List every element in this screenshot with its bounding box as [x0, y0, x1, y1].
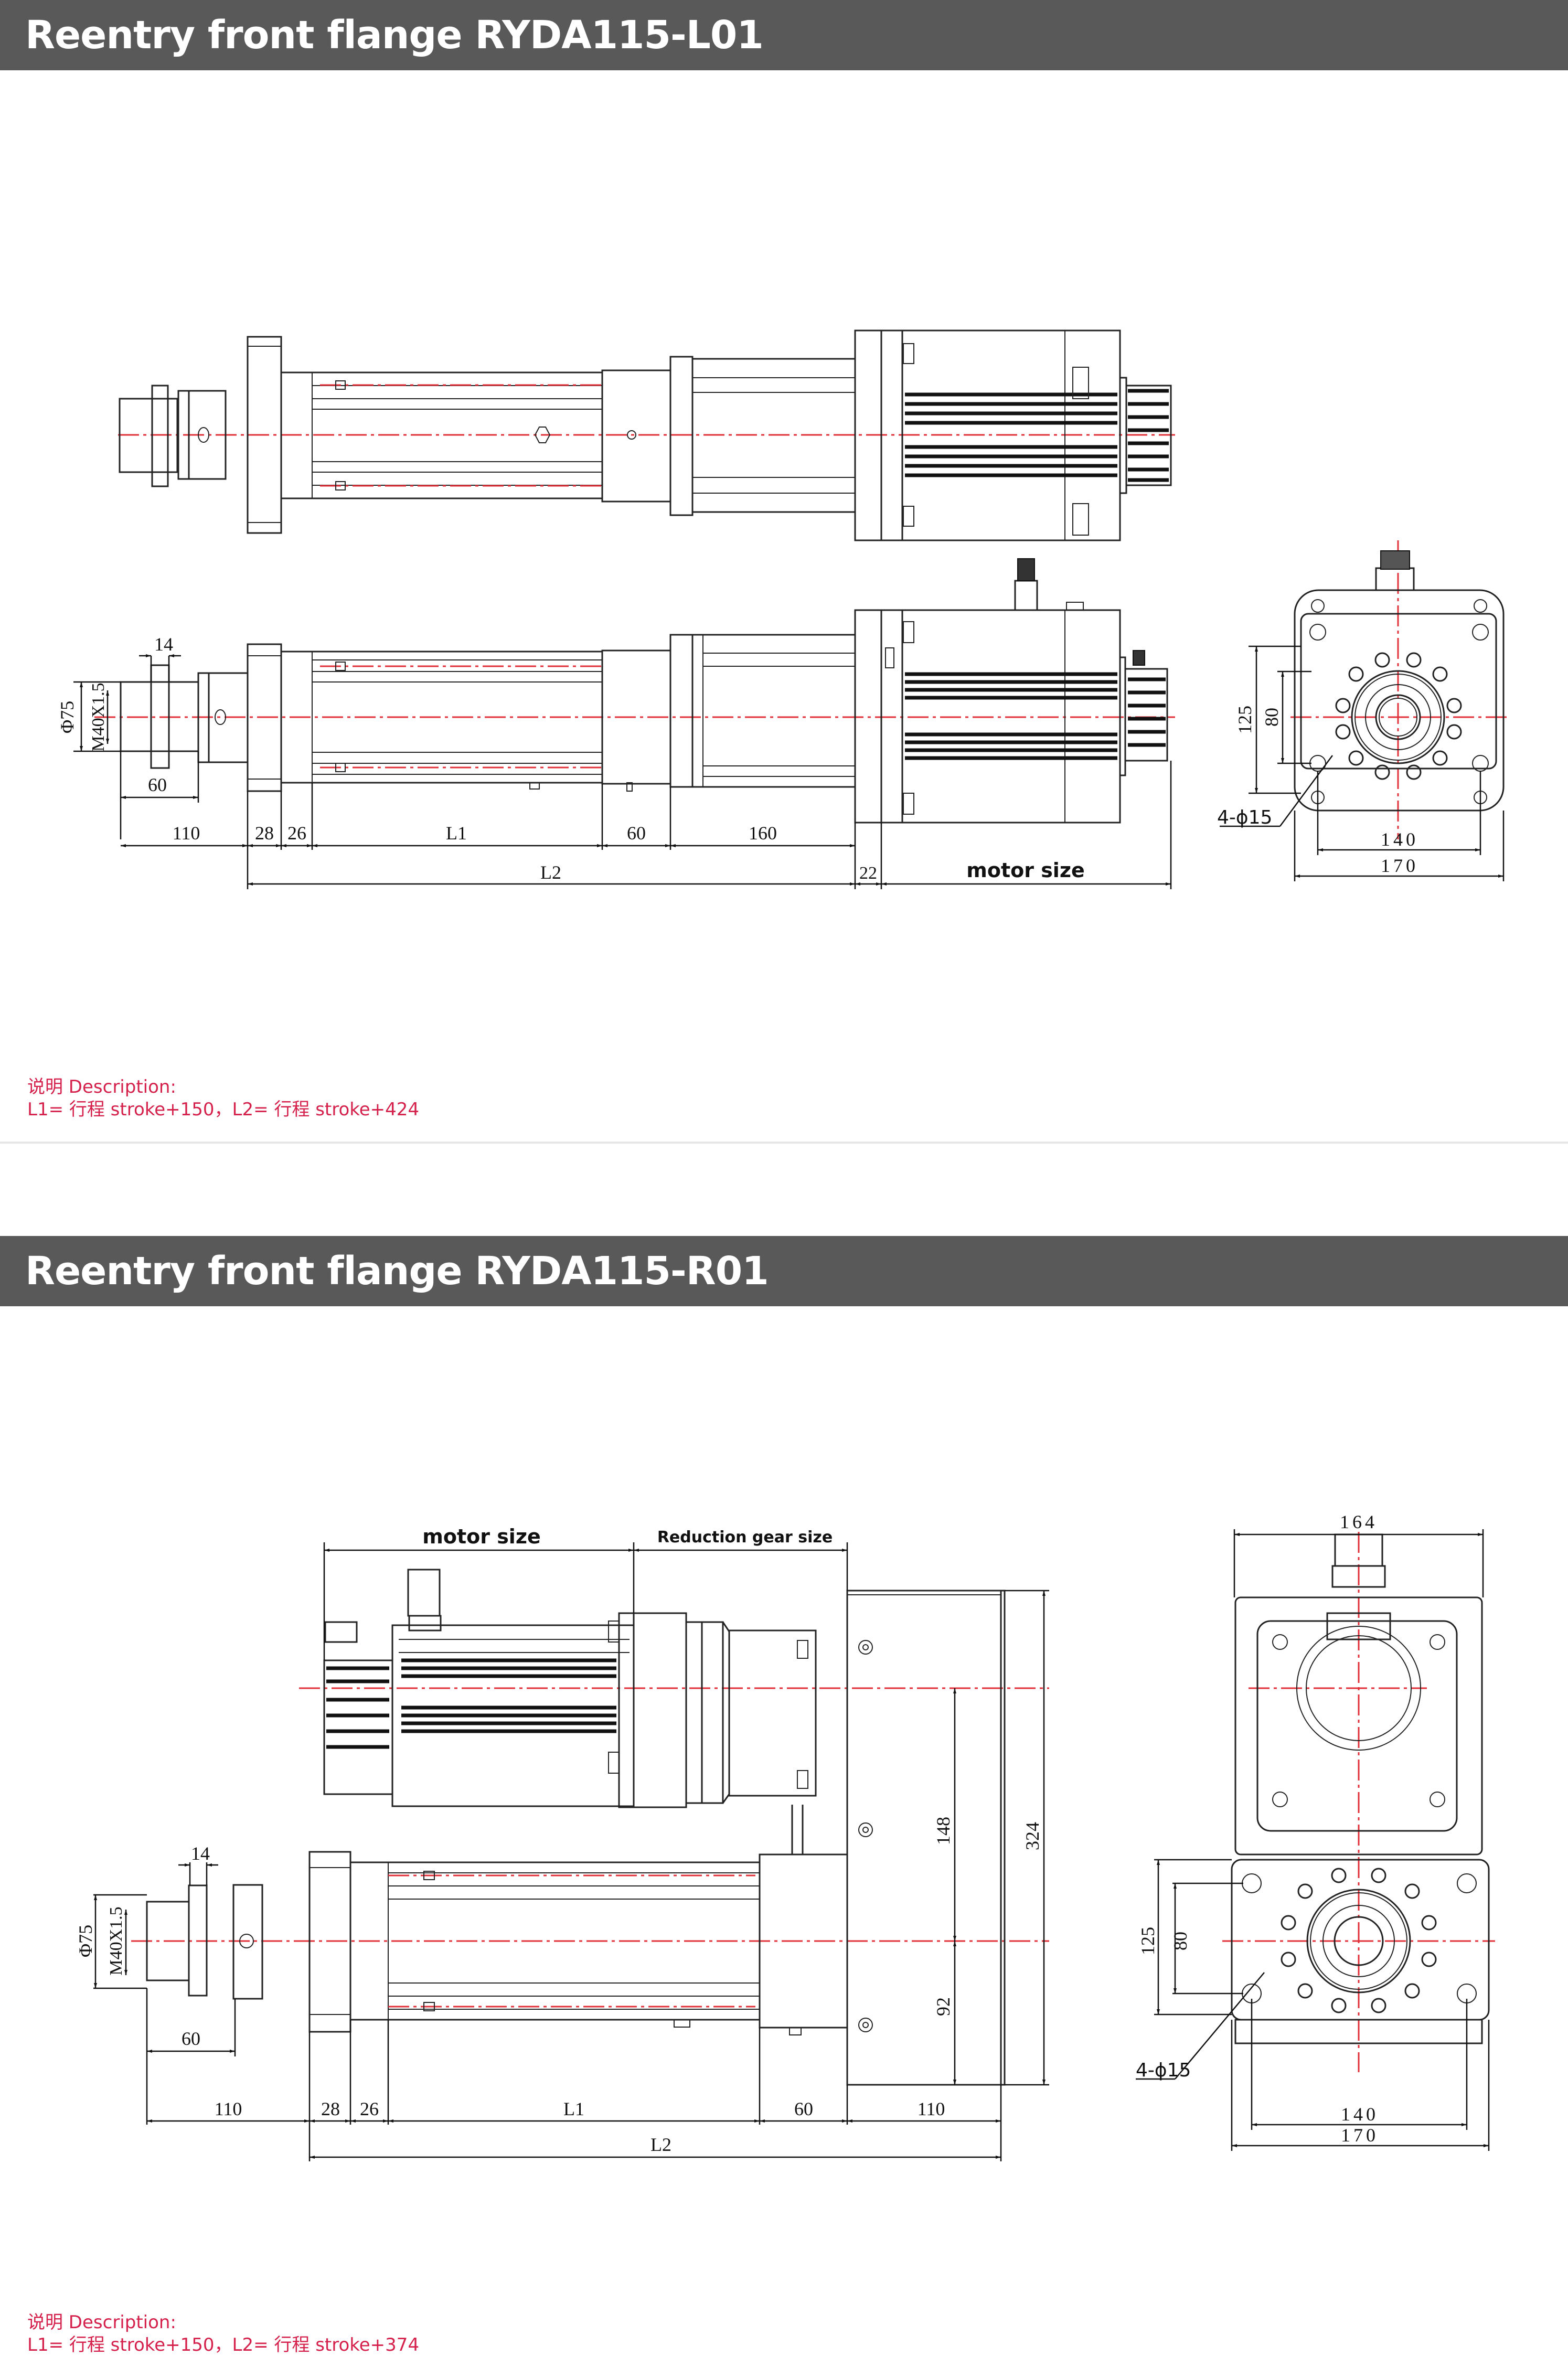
- encoder-teeth: [1128, 389, 1169, 482]
- dim-148: 148: [933, 1817, 954, 1845]
- bolt-circle-r01: [1281, 1868, 1437, 2013]
- dim-60b: 60: [794, 2098, 813, 2119]
- dim-L2: L2: [540, 862, 561, 883]
- dim-110b: 110: [918, 2098, 945, 2119]
- description-text: L1= 行程 stroke+150，L2= 行程 stroke+374: [27, 2334, 420, 2355]
- description-text: L1= 行程 stroke+150，L2= 行程 stroke+424: [27, 1099, 420, 1120]
- dim-60b: 60: [627, 823, 646, 844]
- dim-m40: M40X1.5: [106, 1906, 126, 1975]
- dim-26: 26: [287, 823, 306, 844]
- motor-size-label: motor size: [422, 1525, 540, 1548]
- section-header-r01: Reentry front flange RYDA115-R01: [0, 1236, 1568, 1306]
- side-view-actuator: [94, 558, 1175, 824]
- dim-110: 110: [215, 2098, 242, 2119]
- dim-14: 14: [154, 634, 173, 655]
- dim-140: 140: [1381, 829, 1418, 850]
- dim-170: 170: [1381, 855, 1418, 876]
- holes-spec: 4-ϕ15: [1136, 2060, 1191, 2081]
- dim-L1: L1: [446, 823, 467, 844]
- dim-14: 14: [191, 1843, 210, 1864]
- dim-28: 28: [255, 823, 274, 844]
- dim-170: 170: [1341, 2125, 1379, 2146]
- section-title: Reentry front flange RYDA115-L01: [25, 13, 764, 58]
- dim-110: 110: [173, 823, 200, 844]
- description-l01: 说明 Description: L1= 行程 stroke+150，L2= 行程…: [27, 1075, 419, 1121]
- dim-164: 164: [1340, 1511, 1378, 1532]
- end-view-l01: 125 80 4-ϕ15 140 170: [1217, 540, 1511, 881]
- upper-face-screws: [1272, 1634, 1445, 1807]
- dim-60a: 60: [148, 774, 167, 795]
- description-heading: 说明 Description:: [27, 2312, 176, 2333]
- bolt-circle: [1335, 652, 1462, 780]
- motor-fins-side: [905, 672, 1117, 760]
- dim-m40: M40X1.5: [89, 683, 108, 751]
- dim-26: 26: [360, 2098, 379, 2119]
- dim-phi75: Φ75: [75, 1925, 96, 1957]
- power-connector: [1017, 558, 1035, 581]
- side-view-r01: [131, 1569, 1049, 2086]
- dim-80: 80: [1170, 1932, 1191, 1950]
- motor-fins-top: [905, 392, 1117, 477]
- dim-160: 160: [749, 823, 777, 844]
- encoder-teeth-side: [1128, 677, 1166, 747]
- section-divider: [0, 1142, 1568, 1144]
- dimensions-r01: motor size Reduction gear size 148 92 32…: [75, 1525, 1049, 2161]
- section-title: Reentry front flange RYDA115-R01: [25, 1249, 769, 1294]
- dim-92: 92: [933, 1997, 954, 2016]
- encoder-teeth-r01: [326, 1666, 389, 1749]
- description-r01: 说明 Description: L1= 行程 stroke+150，L2= 行程…: [27, 2311, 419, 2356]
- drawing-l01: 14 Φ75 M40X1.5 60 110 28 26 L1 60 160: [57, 329, 1511, 889]
- description-heading: 说明 Description:: [27, 1076, 176, 1097]
- dim-28: 28: [321, 2098, 340, 2119]
- drawing-r01: motor size Reduction gear size 148 92 32…: [75, 1511, 1495, 2161]
- holes-spec: 4-ϕ15: [1217, 807, 1272, 828]
- end-view-r01: 164 125 80 4-ϕ15 140 170: [1136, 1511, 1495, 2151]
- dim-125: 125: [1137, 1927, 1158, 1955]
- dim-80: 80: [1261, 708, 1282, 727]
- dim-324: 324: [1022, 1822, 1043, 1850]
- motor-fins-r01: [401, 1658, 616, 1733]
- reduction-gear-size-label: Reduction gear size: [657, 1528, 833, 1547]
- section-header-l01: Reentry front flange RYDA115-L01: [0, 0, 1568, 70]
- dim-140: 140: [1341, 2104, 1379, 2125]
- dim-22: 22: [859, 863, 877, 883]
- dim-phi75: Φ75: [57, 701, 78, 733]
- motor-size-label: motor size: [966, 859, 1084, 882]
- dim-L2: L2: [650, 2134, 671, 2155]
- top-view-actuator: [118, 329, 1175, 541]
- dim-L1: L1: [563, 2098, 584, 2119]
- dim-125: 125: [1234, 706, 1255, 734]
- dimensions-l01: 14 Φ75 M40X1.5 60 110 28 26 L1 60 160: [57, 634, 1172, 889]
- dim-60a: 60: [182, 2028, 200, 2049]
